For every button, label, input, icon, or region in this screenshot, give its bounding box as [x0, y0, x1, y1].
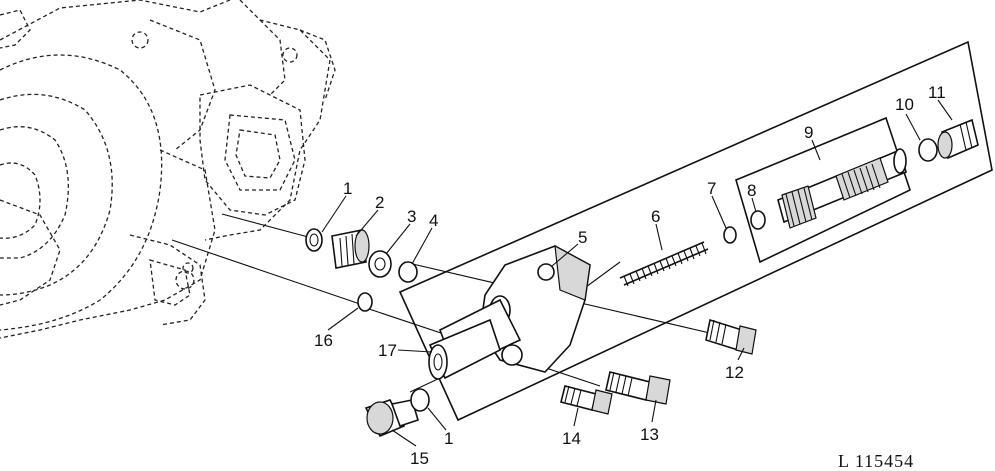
callout-17: 17 — [378, 341, 397, 360]
callout-4: 4 — [429, 211, 438, 230]
callout-3: 3 — [407, 207, 416, 226]
callout-5: 5 — [578, 228, 587, 247]
part-3-washer — [368, 250, 392, 278]
part-4-oring — [398, 261, 418, 283]
part-10-washer — [918, 138, 938, 162]
part-12-bolt — [705, 318, 757, 355]
callout-14: 14 — [562, 429, 581, 448]
part-6-spring — [619, 241, 709, 287]
part-13-bolt — [605, 371, 671, 405]
part-1-ring-upper — [305, 228, 323, 252]
callout-13: 13 — [640, 425, 659, 444]
part-1-ring-lower — [410, 388, 430, 412]
callout-1-lower: 1 — [444, 429, 453, 448]
callout-7: 7 — [707, 179, 716, 198]
part-2-seat — [331, 229, 370, 269]
callout-labels: 1 2 3 4 5 6 7 8 9 10 11 12 13 14 15 16 1… — [314, 83, 946, 468]
callout-8: 8 — [747, 181, 756, 200]
part-14-bolt — [560, 385, 613, 415]
part-9-piston — [777, 148, 907, 229]
callout-10: 10 — [895, 95, 914, 114]
callout-15: 15 — [410, 449, 429, 468]
leader-lines — [321, 99, 953, 447]
callout-16: 16 — [314, 331, 333, 350]
part-8-ring — [750, 210, 766, 230]
callout-2: 2 — [375, 193, 384, 212]
part-11-plug — [937, 118, 979, 160]
callout-11: 11 — [928, 83, 946, 102]
callout-6: 6 — [651, 207, 660, 226]
part-7-washer — [723, 226, 737, 244]
callout-1-upper: 1 — [343, 179, 352, 198]
callout-12: 12 — [725, 363, 744, 382]
part-5-housing — [428, 244, 591, 380]
subassembly-frame — [735, 116, 911, 264]
figure-reference: L 115454 — [838, 451, 914, 471]
part-15-plug — [364, 399, 419, 438]
part-16-ring — [357, 292, 373, 312]
callout-9: 9 — [804, 123, 813, 142]
engine-block-outline — [0, 0, 336, 339]
